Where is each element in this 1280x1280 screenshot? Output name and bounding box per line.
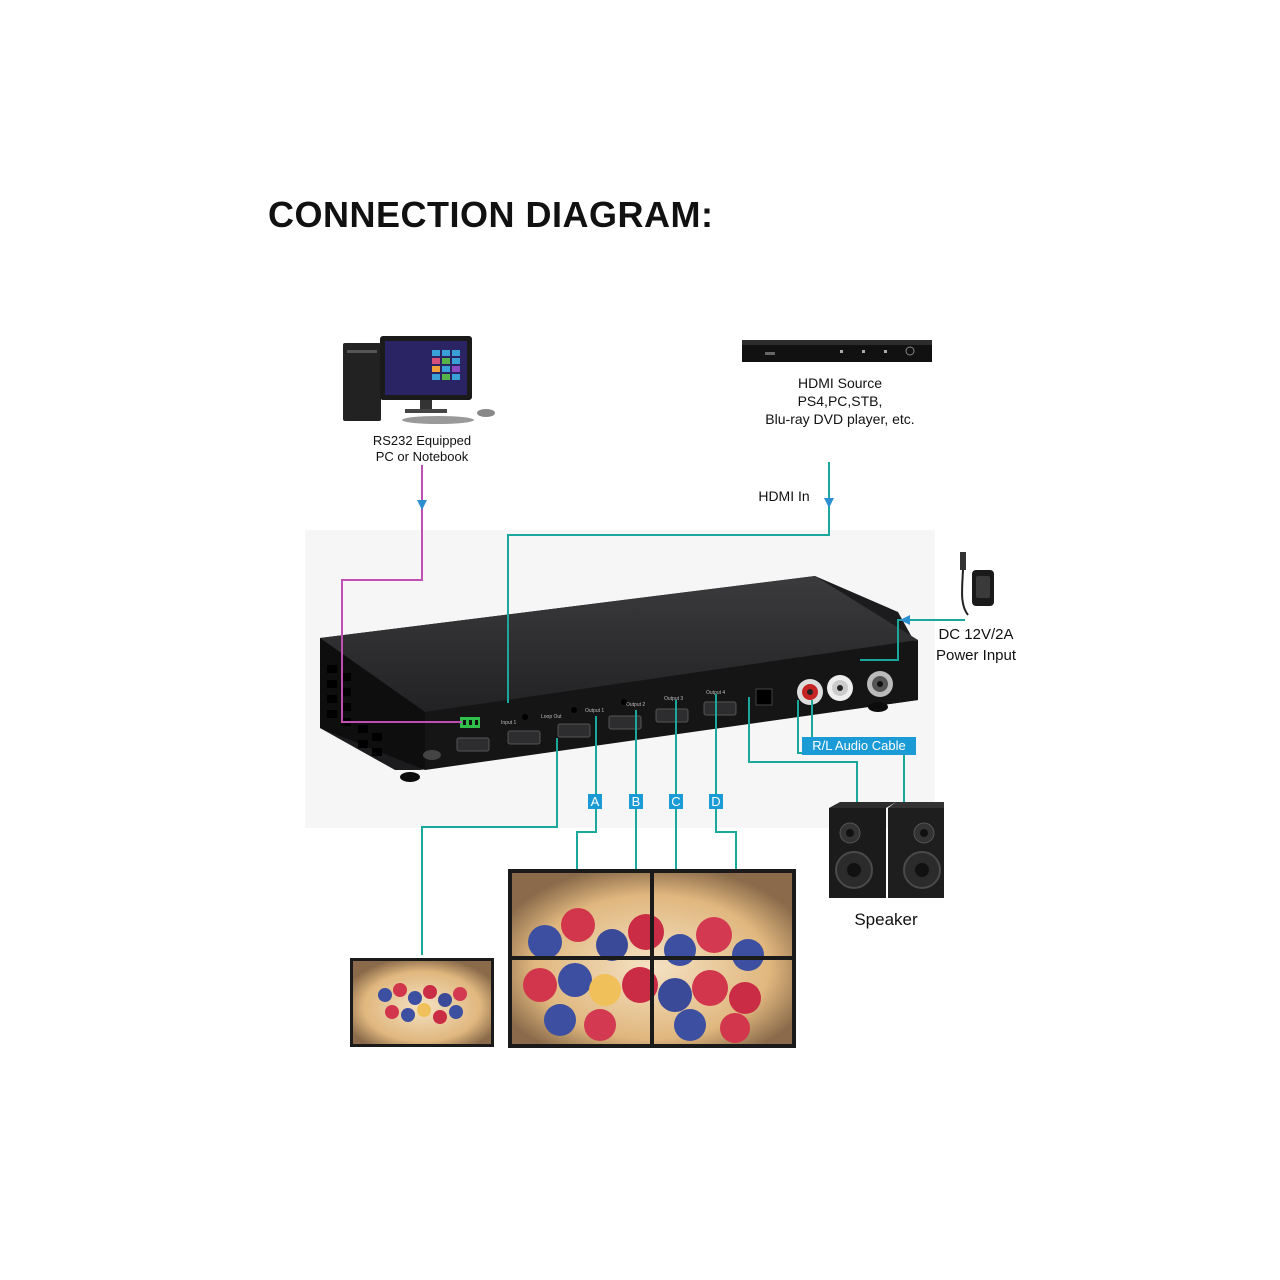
power-adapter-icon	[960, 552, 994, 616]
svg-text:Output 3: Output 3	[664, 696, 683, 702]
svg-text:Loop Out: Loop Out	[541, 714, 562, 720]
loop-out-cable	[421, 738, 558, 955]
power-label-line1: DC 12V/2A	[938, 626, 1014, 643]
power-cable	[860, 619, 965, 661]
speaker-right-icon	[888, 802, 944, 898]
speaker-left-icon	[829, 802, 896, 898]
single-display	[350, 958, 494, 1047]
hdmi-in-arrow-icon	[824, 498, 834, 508]
output-a-cable	[576, 716, 597, 870]
svg-text:Output 4: Output 4	[706, 690, 725, 696]
rs232-arrow-icon	[417, 500, 427, 510]
hdmi-source-line2: PS4,PC,STB,	[797, 393, 883, 409]
power-input-label: DC 12V/2A Power Input	[926, 624, 1026, 666]
output-tag-c: C	[669, 794, 683, 809]
output-tag-d: D	[709, 794, 723, 809]
rs232-cable	[341, 465, 462, 723]
output-tag-b: B	[629, 794, 643, 809]
audio-cable-tag: R/L Audio Cable	[802, 737, 916, 755]
svg-text:Input 1: Input 1	[501, 720, 517, 726]
output-d-cable	[715, 694, 737, 870]
pc-label: RS232 Equipped PC or Notebook	[350, 433, 494, 465]
bluray-player-icon	[742, 340, 932, 362]
hdmi-matrix-device: Input 1 Loop Out Output 1 Output 2 Outpu…	[320, 576, 918, 782]
power-label-line2: Power Input	[935, 647, 1017, 664]
pc-label-line1: RS232 Equipped	[372, 433, 472, 448]
pc-label-line2: PC or Notebook	[375, 449, 469, 464]
output-tag-a: A	[588, 794, 602, 809]
speaker-label: Speaker	[854, 910, 918, 929]
hdmi-source-line1: HDMI Source	[797, 375, 883, 391]
pc-icon	[343, 336, 495, 424]
svg-text:Output 2: Output 2	[626, 702, 645, 708]
video-wall	[508, 869, 796, 1048]
hdmi-source-label: HDMI Source PS4,PC,STB, Blu-ray DVD play…	[748, 374, 932, 428]
audio-cable-l	[748, 697, 858, 808]
svg-text:Output 1: Output 1	[585, 708, 604, 714]
page-title: CONNECTION DIAGRAM:	[268, 194, 714, 235]
hdmi-in-label: HDMI In	[758, 488, 810, 504]
power-arrow-icon	[900, 615, 910, 625]
hdmi-source-line3: Blu-ray DVD player, etc.	[765, 411, 915, 427]
